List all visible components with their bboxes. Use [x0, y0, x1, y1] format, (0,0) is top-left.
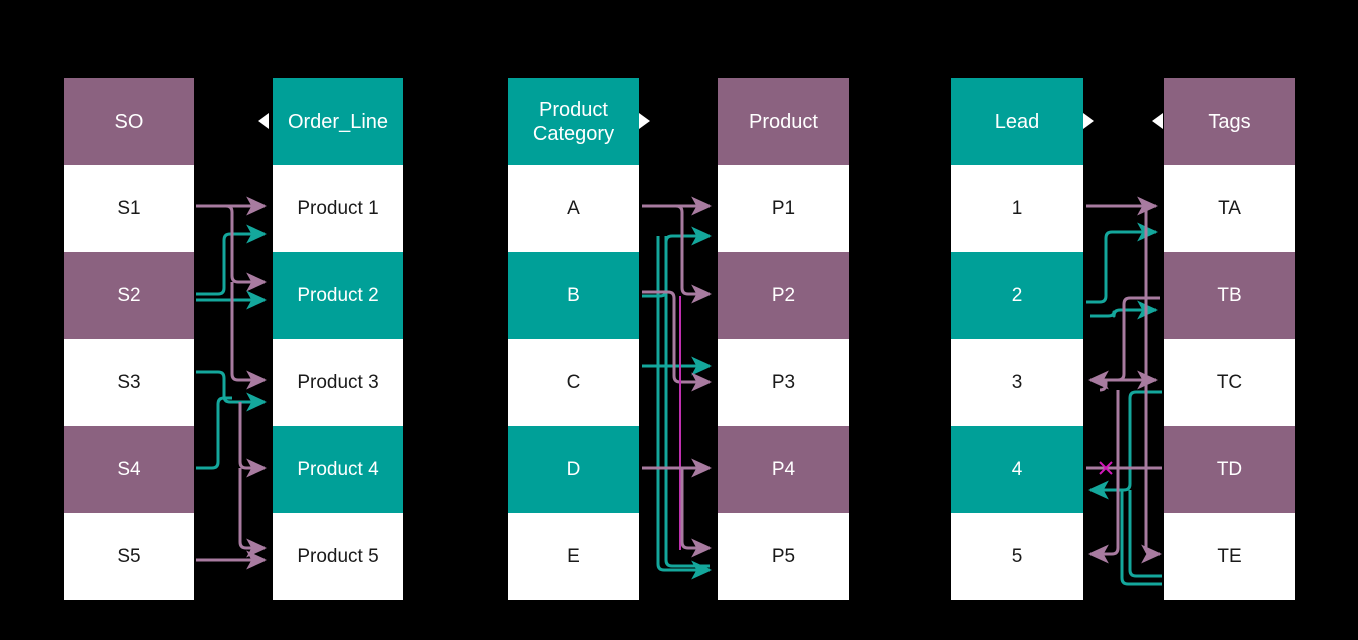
relationship-marker-icon	[258, 113, 269, 129]
edge-link	[675, 204, 713, 304]
relationship-marker-icon	[1083, 113, 1094, 129]
table-row[interactable]: Product 3	[273, 339, 403, 426]
table-product-category-header: Product Category	[508, 78, 639, 165]
table-row[interactable]: P4	[718, 426, 849, 513]
edge-link	[1141, 544, 1163, 564]
table-row[interactable]: P5	[718, 513, 849, 600]
table-row[interactable]: TB	[1164, 252, 1295, 339]
table-row[interactable]: TC	[1164, 339, 1295, 426]
table-row[interactable]: Product 2	[273, 252, 403, 339]
table-row[interactable]: C	[508, 339, 639, 426]
table-row[interactable]: S3	[64, 339, 194, 426]
table-row[interactable]: P1	[718, 165, 849, 252]
table-row[interactable]: 3	[951, 339, 1083, 426]
table-product-category[interactable]: Product Category A B C D E	[508, 78, 639, 600]
relationship-marker-icon	[1152, 113, 1163, 129]
edge-link	[1086, 222, 1159, 304]
edge-link	[1087, 296, 1160, 390]
table-row[interactable]: B	[508, 252, 639, 339]
table-row[interactable]: E	[508, 513, 639, 600]
table-row[interactable]: Product 4	[273, 426, 403, 513]
edge-link	[238, 468, 268, 558]
table-so-header: SO	[64, 78, 194, 165]
edge-link	[664, 236, 710, 568]
table-row[interactable]: 5	[951, 513, 1083, 600]
table-tags[interactable]: Tags TA TB TC TD TE	[1164, 78, 1295, 600]
table-tags-header: Tags	[1164, 78, 1295, 165]
table-row[interactable]: TA	[1164, 165, 1295, 252]
edge-link	[230, 282, 268, 390]
edge-link	[1087, 544, 1120, 564]
edge-link	[1099, 461, 1113, 475]
table-row[interactable]: S5	[64, 513, 194, 600]
edge-link	[1087, 390, 1162, 500]
table-product-header: Product	[718, 78, 849, 165]
edge-link	[1090, 300, 1159, 320]
table-so[interactable]: SO S1 S2 S3 S4 S5	[64, 78, 194, 600]
table-row[interactable]: 4	[951, 426, 1083, 513]
table-row[interactable]: S1	[64, 165, 194, 252]
table-row[interactable]: Product 5	[273, 513, 403, 600]
table-row[interactable]: TD	[1164, 426, 1295, 513]
table-row[interactable]: A	[508, 165, 639, 252]
table-row[interactable]: S2	[64, 252, 194, 339]
edge-link	[1120, 490, 1162, 586]
edge-link	[196, 370, 268, 412]
table-lead[interactable]: Lead 1 2 3 4 5	[951, 78, 1083, 600]
relationship-marker-icon	[639, 113, 650, 129]
edge-link	[680, 468, 713, 558]
table-product[interactable]: Product P1 P2 P3 P4 P5	[718, 78, 849, 600]
table-row[interactable]: TE	[1164, 513, 1295, 600]
table-row[interactable]: D	[508, 426, 639, 513]
table-row[interactable]: S4	[64, 426, 194, 513]
table-row[interactable]: 2	[951, 252, 1083, 339]
edge-link	[238, 402, 268, 478]
table-order-line-header: Order_Line	[273, 78, 403, 165]
edge-link	[642, 290, 713, 392]
edge-link	[642, 226, 713, 298]
edge-link	[1128, 490, 1162, 578]
table-row[interactable]: Product 1	[273, 165, 403, 252]
edge-link	[656, 236, 713, 580]
edge-link	[225, 204, 268, 292]
edge-link	[1099, 370, 1159, 392]
table-row[interactable]: 1	[951, 165, 1083, 252]
table-row[interactable]: P2	[718, 252, 849, 339]
edge-link	[196, 224, 268, 296]
edge-link	[196, 396, 232, 470]
table-row[interactable]: P3	[718, 339, 849, 426]
table-order-line[interactable]: Order_Line Product 1 Product 2 Product 3…	[273, 78, 403, 600]
table-lead-header: Lead	[951, 78, 1083, 165]
